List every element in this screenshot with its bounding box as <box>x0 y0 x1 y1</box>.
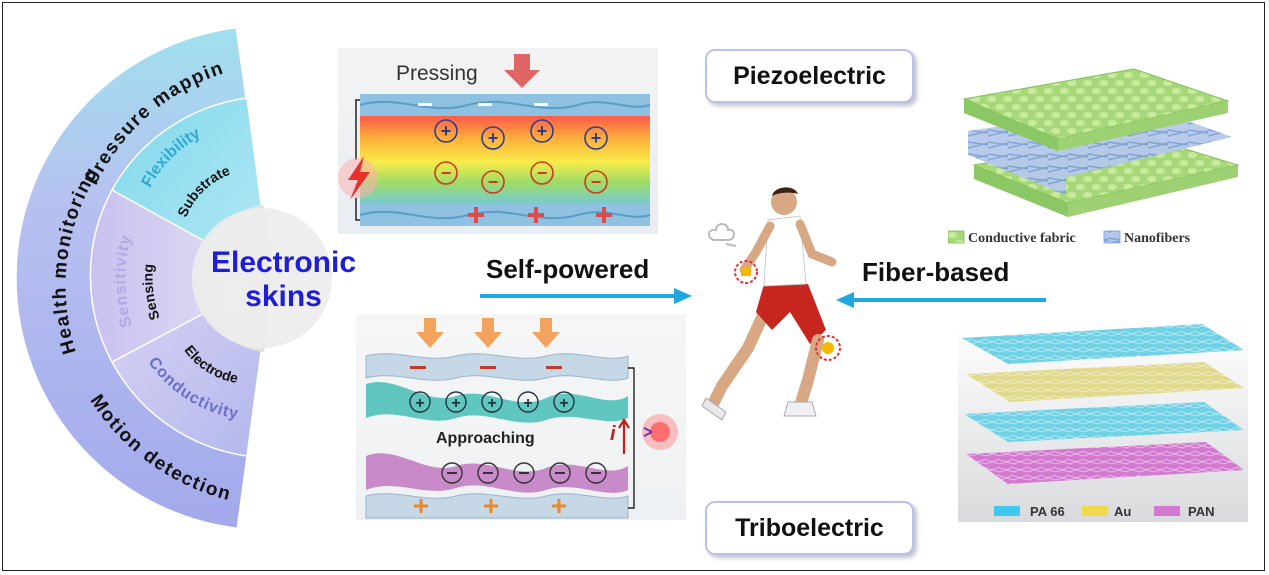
piezoelectric-label-box: Piezoelectric <box>705 49 914 103</box>
breath-icon <box>708 223 737 247</box>
nanofiber-layers-illustration: PA 66 Au PAN <box>958 322 1248 522</box>
triboelectric-label: Triboelectric <box>735 513 884 542</box>
triboelectric-schematic: + + + + + Approaching i <box>356 314 686 520</box>
piezoelectric-label: Piezoelectric <box>733 61 886 90</box>
pressing-label: Pressing <box>396 62 478 85</box>
knee-sensor-icon <box>815 335 841 361</box>
dipole-minus: − <box>441 163 452 183</box>
svg-text:+: + <box>451 395 460 412</box>
dipole-plus: + <box>591 128 602 148</box>
lightning-icon <box>348 156 370 200</box>
self-powered-arrow-icon <box>480 288 692 304</box>
legend-au: Au <box>1114 504 1131 519</box>
legend-pan: PAN <box>1188 504 1214 519</box>
svg-text:+: + <box>559 395 568 412</box>
triboelectric-label-box: Triboelectric <box>705 501 914 555</box>
title-line-2: skins <box>245 280 322 313</box>
piezoelectric-schematic: Pressing + + + + − − − − <box>338 48 658 234</box>
svg-text:+: + <box>415 395 424 412</box>
bulb-icon <box>643 427 653 437</box>
approaching-label: Approaching <box>436 430 535 447</box>
runner-figure <box>701 187 841 421</box>
svg-text:+: + <box>523 395 532 412</box>
fan-sensitivity-sector <box>89 188 273 364</box>
dipole-plus: + <box>441 121 452 141</box>
fan-sensitivity-text: Sensitivity <box>112 233 136 330</box>
press-arrow-icon <box>504 54 540 88</box>
approach-arrows <box>416 318 560 348</box>
svg-text:+: + <box>487 395 496 412</box>
wrist-sensor-icon <box>734 260 758 284</box>
fan-diagram: Pressure mapping Health monitoring Motio… <box>0 0 332 529</box>
dipole-plus: + <box>488 128 499 148</box>
dipole-minus: − <box>537 163 548 183</box>
current-arrow-icon <box>618 417 630 454</box>
electronic-skins-title: Electronic skins <box>196 246 371 314</box>
fiber-based-label: Fiber-based <box>862 257 1010 287</box>
title-line-1: Electronic <box>210 246 357 279</box>
dipole-plus: + <box>537 121 548 141</box>
legend-nanofibers: Nanofibers <box>1124 231 1191 246</box>
dipole-minus: − <box>591 172 602 192</box>
dipole-minus: − <box>488 172 499 192</box>
legend-conductive-fabric: Conductive fabric <box>968 231 1076 246</box>
fiber-based-arrow-icon <box>836 292 1046 308</box>
current-label: i <box>610 423 616 445</box>
conductive-fabric-illustration: Conductive fabric Nanofibers <box>948 68 1240 246</box>
legend-pa66: PA 66 <box>1030 504 1065 519</box>
self-powered-label: Self-powered <box>486 254 650 284</box>
